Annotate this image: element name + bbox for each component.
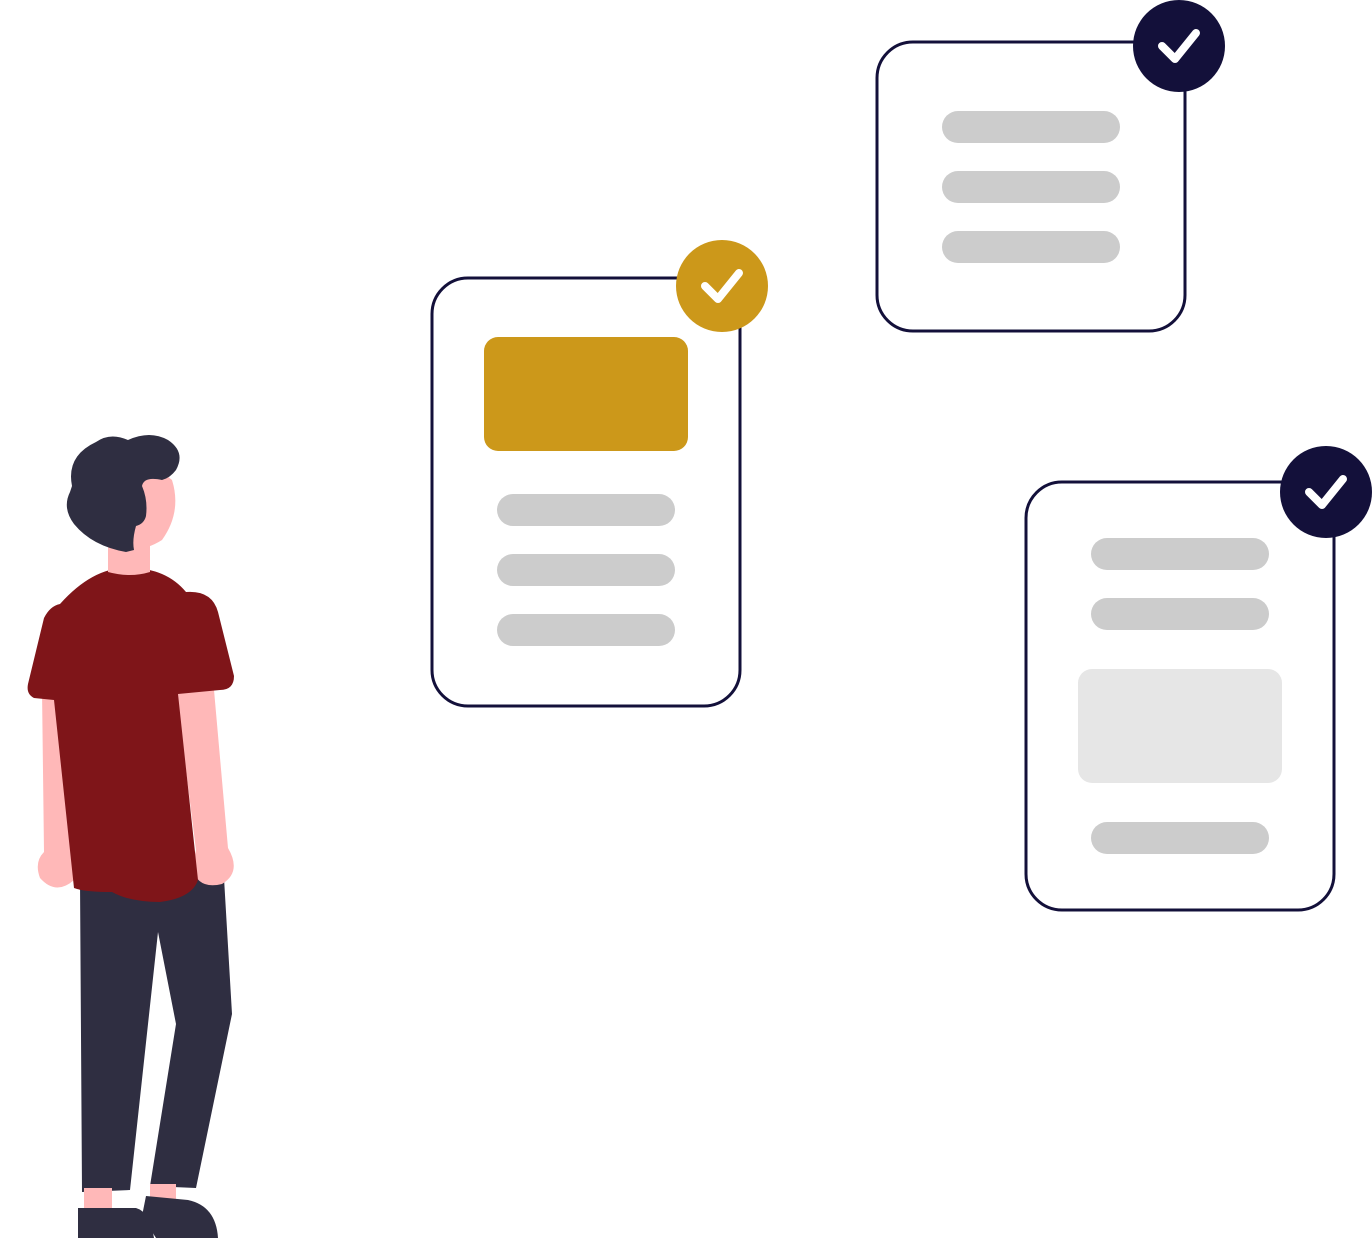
image-placeholder: [1078, 669, 1282, 783]
approved-badge: [1133, 0, 1225, 92]
image-placeholder: [484, 337, 688, 451]
text-line-placeholder: [942, 111, 1120, 143]
hair: [66, 435, 180, 552]
ankle: [84, 1188, 112, 1210]
text-line-placeholder: [1091, 598, 1269, 630]
document-card-left: [430, 240, 768, 708]
person-figure: [27, 435, 234, 1238]
shoe: [78, 1208, 154, 1238]
badge-circle: [676, 240, 768, 332]
badge-circle: [1133, 0, 1225, 92]
text-line-placeholder: [942, 231, 1120, 263]
shirt: [27, 567, 234, 902]
check-icon: [701, 269, 743, 303]
document-card-bottom-right: [1024, 446, 1372, 912]
check-icon: [1158, 29, 1200, 63]
text-line-placeholder: [497, 494, 675, 526]
text-line-placeholder: [1091, 538, 1269, 570]
text-line-placeholder: [497, 554, 675, 586]
badge-circle: [1280, 446, 1372, 538]
shoe: [142, 1196, 218, 1238]
arm: [176, 690, 234, 886]
check-icon: [1305, 475, 1347, 509]
document-card-top-right: [875, 0, 1225, 333]
text-line-placeholder: [497, 614, 675, 646]
approved-badge: [1280, 446, 1372, 538]
pants: [80, 878, 232, 1192]
text-line-placeholder: [942, 171, 1120, 203]
text-line-placeholder: [1091, 822, 1269, 854]
approved-badge: [676, 240, 768, 332]
